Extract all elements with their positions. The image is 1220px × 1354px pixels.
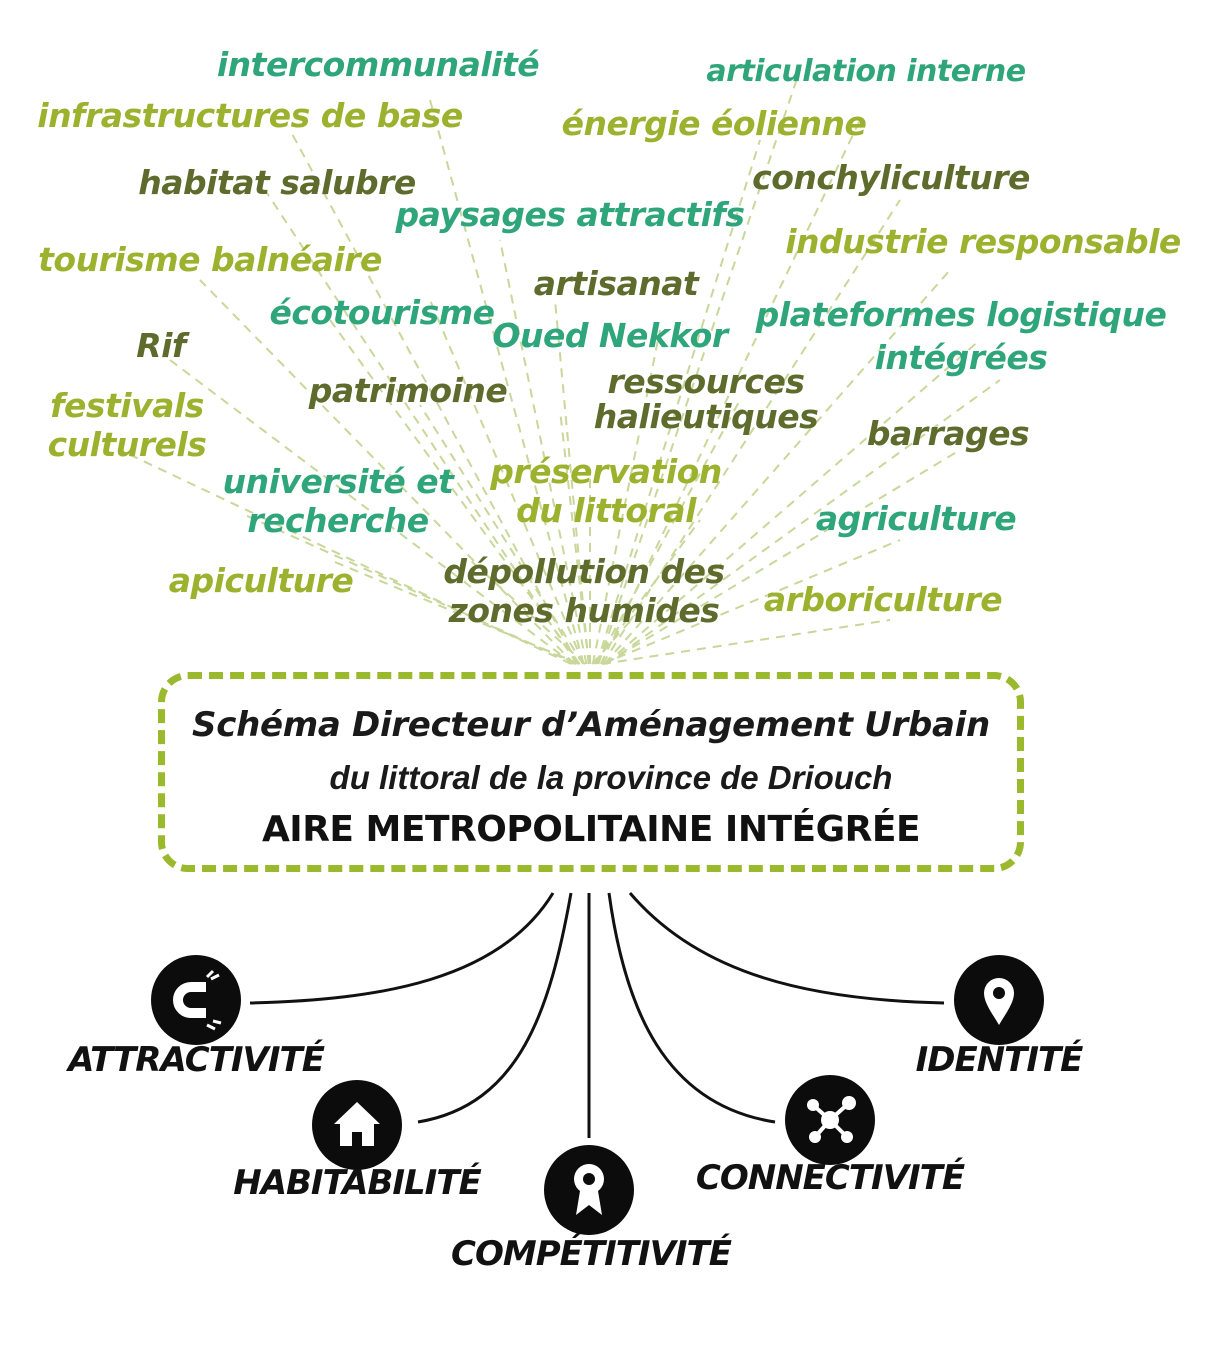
ray-line: [605, 379, 1001, 665]
ray-line: [469, 559, 586, 665]
ray-line: [601, 619, 891, 665]
ray-line: [591, 329, 661, 665]
keyword-barrages: barrages: [866, 414, 1030, 453]
ray-line: [604, 339, 981, 665]
ray-line: [603, 269, 951, 665]
house-icon: [312, 1080, 402, 1170]
pillar-label-habitabilite: HABITABILITÉ: [233, 1163, 481, 1203]
ray-line: [429, 99, 585, 665]
ray-line: [602, 539, 901, 665]
ray-line: [595, 399, 741, 665]
pillar-label-competitivite: COMPÉTITIVITÉ: [451, 1234, 732, 1274]
connector-connectivite: [607, 892, 776, 1124]
keyword-apiculture: apiculture: [168, 561, 354, 600]
keyword-tourisme-balneaire: tourisme balnéaire: [38, 240, 382, 279]
ray-line: [429, 299, 585, 665]
scheme-heading: AIRE METROPOLITAINE INTÉGRÉE: [261, 809, 921, 850]
keyword-energie-eolienne: énergie éolienne: [561, 104, 867, 143]
ray-line: [597, 69, 801, 665]
keyword-ecotourisme: écotourisme: [269, 293, 495, 332]
keyword-plateformes-logistique: plateformes logistique: [755, 295, 1167, 334]
ray-line: [593, 519, 701, 665]
keyword-conchyliculture: conchyliculture: [752, 158, 1030, 197]
keyword-patrimoine: patrimoine: [308, 371, 508, 410]
keyword-intercommunalite: intercommunalité: [216, 45, 540, 84]
keyword-artisanat: artisanat: [533, 264, 699, 303]
connector-rays: [119, 69, 1001, 665]
pillar-label-connectivite: CONNECTIVITÉ: [695, 1158, 965, 1198]
keyword-festivals-culturels: festivals culturels: [47, 386, 207, 464]
keyword-infrastructures-de-base: infrastructures de base: [37, 96, 463, 135]
ray-line: [289, 129, 579, 665]
ray-line: [559, 409, 590, 665]
ray-line: [499, 239, 588, 665]
ray-line: [244, 514, 577, 665]
award-ribbon-icon: [544, 1145, 634, 1235]
magnet-icon: [151, 955, 241, 1045]
keyword-depollution-des-zones-humides: dépollution des zones humides: [443, 552, 725, 630]
network-icon: [785, 1075, 875, 1165]
pillar-label-attractivite: ATTRACTIVITÉ: [68, 1040, 325, 1080]
ray-line: [591, 609, 641, 665]
connector-identite: [628, 892, 945, 1005]
keyword-industrie-responsable: industrie responsable: [785, 222, 1181, 261]
location-pin-icon: [954, 955, 1044, 1045]
connector-habitabilite: [417, 892, 573, 1124]
ray-line: [554, 299, 590, 665]
keyword-oued-nekkor: Oued Nekkor: [492, 316, 728, 355]
ray-line: [264, 189, 578, 665]
keyword-paysages-attractifs: paysages attractifs: [395, 195, 745, 234]
keyword-universite-et-recherche: université et recherche: [222, 462, 454, 540]
keyword-habitat-salubre: habitat salubre: [138, 163, 416, 202]
ray-line: [329, 319, 581, 665]
ray-line: [419, 404, 585, 665]
keyword-preservation-du-littoral: préservation du littoral: [490, 452, 722, 530]
connector-attractivite: [249, 892, 555, 1005]
keyword-integrees: intégrées: [874, 338, 1048, 377]
scheme-subtitle: du littoral de la province de Driouch: [329, 759, 893, 796]
ray-line: [595, 139, 761, 665]
keyword-articulation-interne: articulation interne: [706, 54, 1026, 89]
scheme-title: Schéma Directeur d’Aménagement Urbain: [192, 705, 990, 745]
ray-line: [601, 199, 901, 665]
keyword-ressources-halieutiques: ressources halieutiques: [593, 362, 819, 436]
pillar-label-identite: IDENTITÉ: [915, 1040, 1084, 1080]
ray-line: [599, 119, 861, 665]
ray-line: [169, 359, 574, 665]
ray-line: [604, 449, 961, 665]
keyword-arboriculture: arboriculture: [763, 580, 1003, 619]
keyword-rif: Rif: [136, 326, 186, 365]
ray-line: [329, 559, 580, 665]
keyword-agriculture: agriculture: [815, 499, 1017, 538]
central-scheme-box: Schéma Directeur d’Aménagement Urbain du…: [158, 672, 1024, 872]
